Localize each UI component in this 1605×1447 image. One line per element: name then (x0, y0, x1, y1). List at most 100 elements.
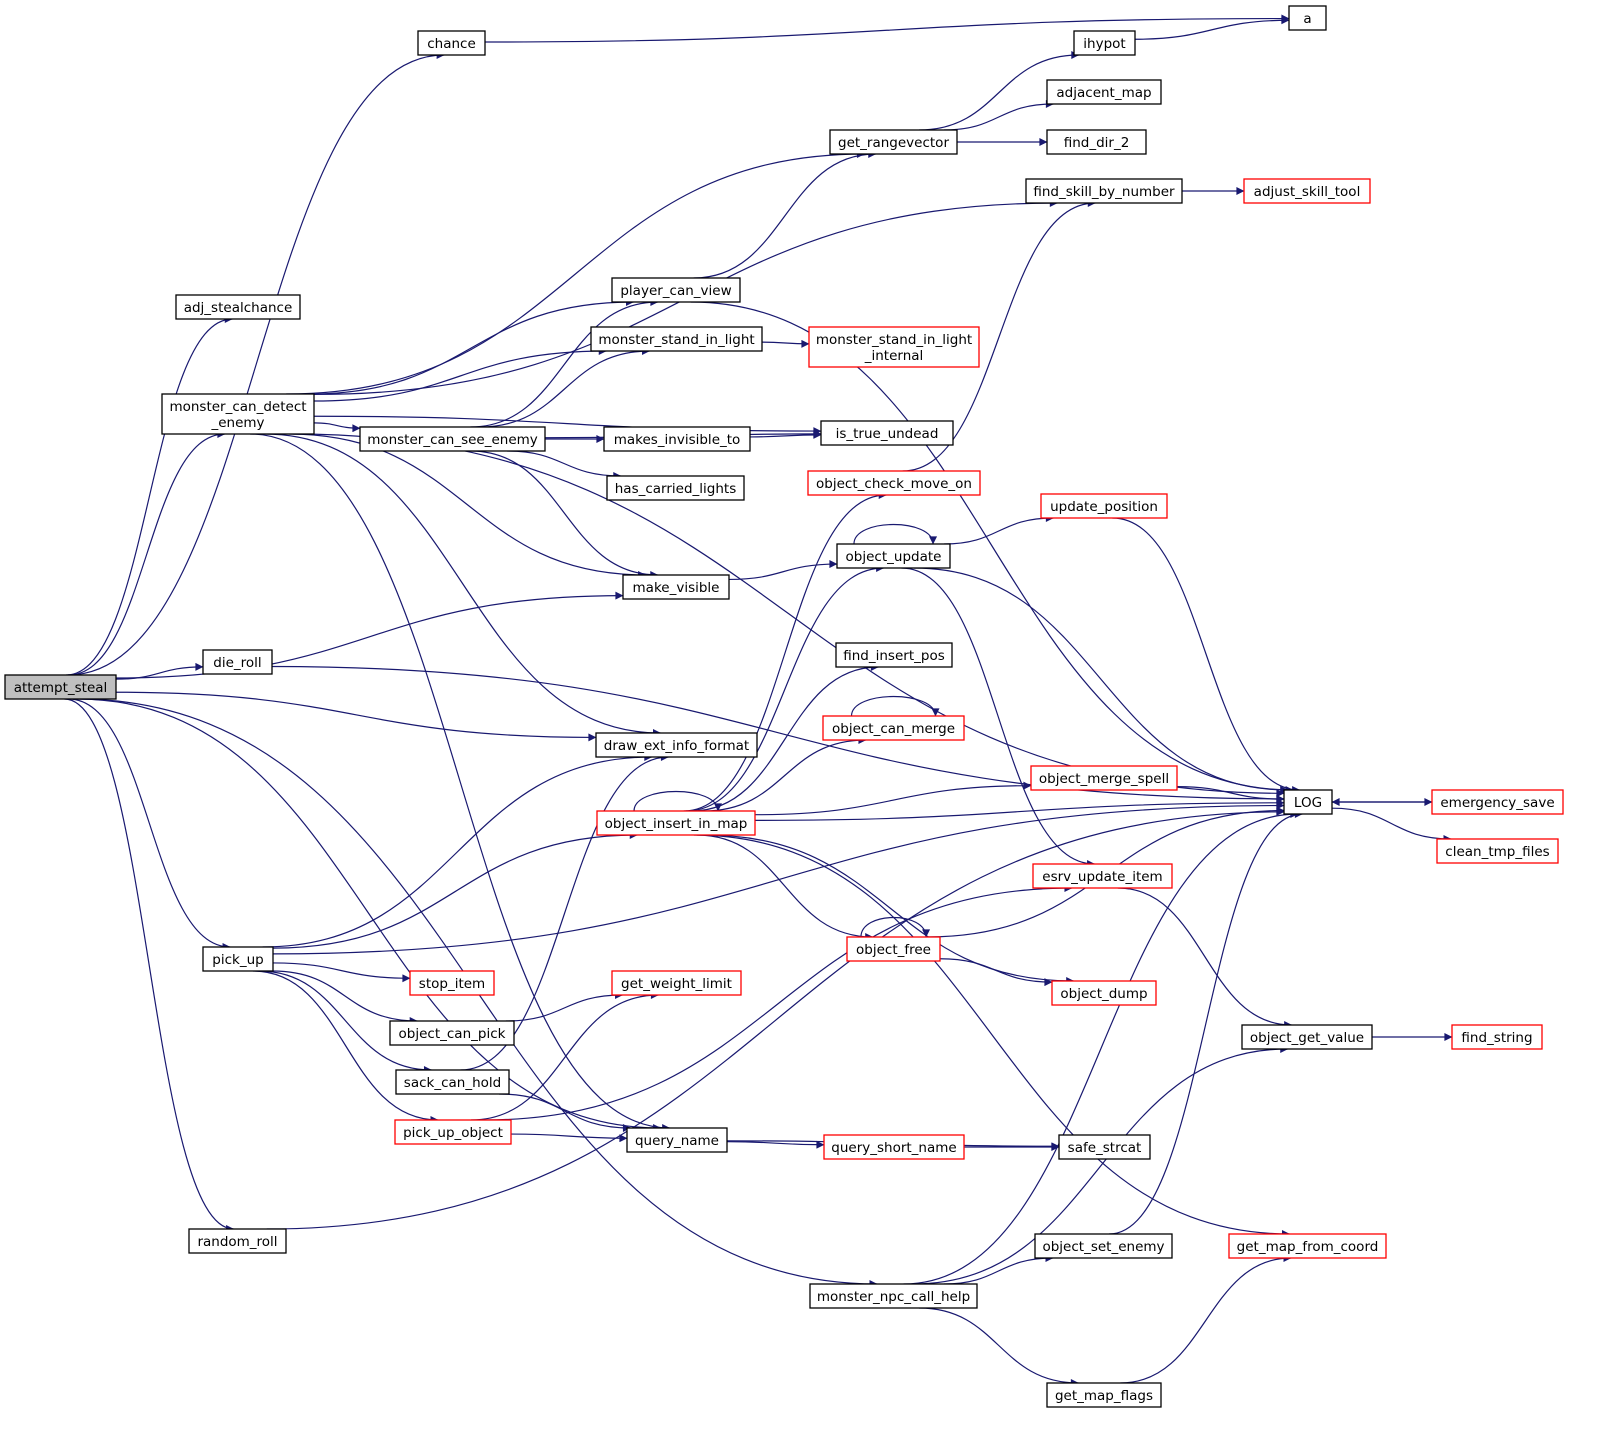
node-update-position[interactable]: update_position (1040, 493, 1168, 519)
node-object-free[interactable]: object_free (846, 936, 941, 962)
node-box[interactable] (202, 649, 273, 675)
node-player-can-view[interactable]: player_can_view (611, 277, 741, 303)
node-safe-strcat[interactable]: safe_strcat (1058, 1134, 1151, 1160)
node-box[interactable] (188, 1228, 287, 1254)
node-adjacent-map[interactable]: adjacent_map (1046, 79, 1162, 105)
node-monster-stand-in-light-internal[interactable]: monster_stand_in_light_internal (808, 326, 980, 368)
node-box[interactable] (1283, 789, 1333, 815)
node-pick-up-object[interactable]: pick_up_object (394, 1119, 512, 1145)
node-draw-ext-info-format[interactable]: draw_ext_info_format (595, 732, 758, 758)
node-box[interactable] (596, 810, 756, 836)
node-chance[interactable]: chance (417, 30, 486, 56)
node-box[interactable] (1058, 1134, 1151, 1160)
node-get-rangevector[interactable]: get_rangevector (829, 129, 958, 155)
node-box[interactable] (820, 420, 954, 446)
node-box[interactable] (1436, 838, 1559, 864)
node-box[interactable] (409, 970, 495, 996)
node-find-skill-by-number[interactable]: find_skill_by_number (1025, 178, 1183, 204)
node-clean-tmp-files[interactable]: clean_tmp_files (1436, 838, 1559, 864)
node-box[interactable] (590, 326, 763, 352)
node-box[interactable] (1073, 30, 1136, 56)
node-object-set-enemy[interactable]: object_set_enemy (1034, 1233, 1173, 1259)
node-box[interactable] (202, 946, 274, 972)
node-query-name[interactable]: query_name (626, 1127, 728, 1153)
node-get-weight-limit[interactable]: get_weight_limit (611, 970, 742, 996)
node-pick-up[interactable]: pick_up (202, 946, 274, 972)
node-object-can-pick[interactable]: object_can_pick (389, 1020, 515, 1046)
node-stop-item[interactable]: stop_item (409, 970, 495, 996)
node-box[interactable] (606, 475, 745, 501)
node-find-dir-2[interactable]: find_dir_2 (1046, 129, 1147, 155)
node-box[interactable] (626, 1127, 728, 1153)
node-monster-stand-in-light[interactable]: monster_stand_in_light (590, 326, 763, 352)
node-box[interactable] (829, 129, 958, 155)
node-box[interactable] (417, 30, 486, 56)
node-box[interactable] (809, 1283, 978, 1309)
node-box[interactable] (1034, 1233, 1173, 1259)
node-make-visible[interactable]: make_visible (622, 574, 730, 600)
node-has-carried-lights[interactable]: has_carried_lights (606, 475, 745, 501)
node-box[interactable] (823, 1134, 965, 1160)
node-box[interactable] (1243, 178, 1371, 204)
node-box[interactable] (359, 426, 546, 452)
node-box[interactable] (595, 732, 758, 758)
node-box[interactable] (1241, 1024, 1373, 1050)
node-object-get-value[interactable]: object_get_value (1241, 1024, 1373, 1050)
node-box[interactable] (394, 1119, 512, 1145)
node-box[interactable] (1288, 5, 1327, 31)
node-box[interactable] (1046, 79, 1162, 105)
node-emergency-save[interactable]: emergency_save (1431, 789, 1564, 815)
node-a[interactable]: a (1288, 5, 1327, 31)
node-object-check-move-on[interactable]: object_check_move_on (807, 470, 981, 496)
node-box[interactable] (1451, 1024, 1543, 1050)
node-box[interactable] (835, 642, 953, 668)
node-monster-can-see-enemy[interactable]: monster_can_see_enemy (359, 426, 546, 452)
node-box[interactable] (175, 294, 301, 320)
node-query-short-name[interactable]: query_short_name (823, 1134, 965, 1160)
node-box[interactable] (622, 574, 730, 600)
node-sack-can-hold[interactable]: sack_can_hold (395, 1069, 510, 1095)
node-box[interactable] (1032, 863, 1173, 889)
node-object-insert-in-map[interactable]: object_insert_in_map (596, 810, 756, 836)
node-object-dump[interactable]: object_dump (1051, 980, 1157, 1006)
node-box[interactable] (1046, 129, 1147, 155)
node-get-map-from-coord[interactable]: get_map_from_coord (1228, 1233, 1387, 1259)
node-ihypot[interactable]: ihypot (1073, 30, 1136, 56)
node-box[interactable] (4, 674, 117, 700)
node-box[interactable] (1046, 1382, 1162, 1408)
node-object-can-merge[interactable]: object_can_merge (822, 715, 965, 741)
node-box[interactable] (1040, 493, 1168, 519)
node-die-roll[interactable]: die_roll (202, 649, 273, 675)
node-get-map-flags[interactable]: get_map_flags (1046, 1382, 1162, 1408)
node-LOG[interactable]: LOG (1283, 789, 1333, 815)
node-box[interactable] (836, 543, 951, 569)
node-is-true-undead[interactable]: is_true_undead (820, 420, 954, 446)
node-object-update[interactable]: object_update (836, 543, 951, 569)
node-find-string[interactable]: find_string (1451, 1024, 1543, 1050)
node-box[interactable] (1228, 1233, 1387, 1259)
node-box[interactable] (1431, 789, 1564, 815)
node-box[interactable] (846, 936, 941, 962)
node-makes-invisible-to[interactable]: makes_invisible_to (603, 426, 751, 452)
node-box[interactable] (161, 393, 315, 435)
node-box[interactable] (1030, 765, 1178, 791)
node-box[interactable] (611, 277, 741, 303)
node-object-merge-spell[interactable]: object_merge_spell (1030, 765, 1178, 791)
node-random-roll[interactable]: random_roll (188, 1228, 287, 1254)
node-box[interactable] (1025, 178, 1183, 204)
node-adjust-skill-tool[interactable]: adjust_skill_tool (1243, 178, 1371, 204)
node-box[interactable] (611, 970, 742, 996)
node-attempt-steal[interactable]: attempt_steal (4, 674, 117, 700)
node-monster-can-detect-enemy[interactable]: monster_can_detect_enemy (161, 393, 315, 435)
node-find-insert-pos[interactable]: find_insert_pos (835, 642, 953, 668)
node-box[interactable] (807, 470, 981, 496)
node-monster-npc-call-help[interactable]: monster_npc_call_help (809, 1283, 978, 1309)
node-box[interactable] (389, 1020, 515, 1046)
node-box[interactable] (395, 1069, 510, 1095)
node-esrv-update-item[interactable]: esrv_update_item (1032, 863, 1173, 889)
node-box[interactable] (1051, 980, 1157, 1006)
node-box[interactable] (808, 326, 980, 368)
node-adj-stealchance[interactable]: adj_stealchance (175, 294, 301, 320)
node-box[interactable] (603, 426, 751, 452)
node-box[interactable] (822, 715, 965, 741)
